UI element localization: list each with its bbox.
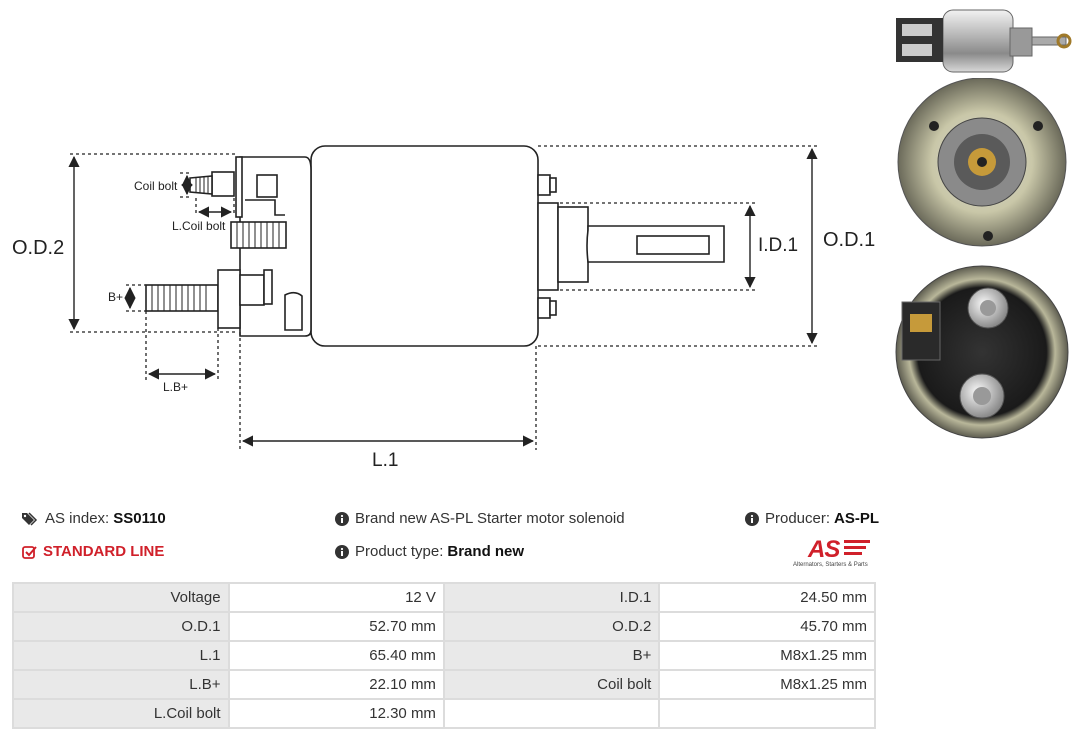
as-index-value: SS0110 <box>113 510 166 527</box>
od1-label: O.D.1 <box>823 229 875 251</box>
od2-label: O.D.2 <box>12 237 64 259</box>
coil-bolt-label: Coil bolt <box>134 179 178 193</box>
as-pl-logo: AS Alternators, Starters & Parts <box>790 536 880 572</box>
description: Brand new AS-PL Starter motor solenoid <box>335 510 625 527</box>
spec-value: 65.40 mm <box>227 640 445 671</box>
spec-value: 12.30 mm <box>227 698 445 729</box>
spec-value: 52.70 mm <box>227 611 445 642</box>
table-row: L.Coil bolt 12.30 mm <box>12 698 876 729</box>
coil-bolt <box>211 171 235 197</box>
product-photo-side <box>896 9 1072 73</box>
producer-label: Producer: <box>765 510 831 527</box>
logo-text: AS <box>808 536 840 563</box>
product-type: Product type: Brand new <box>335 543 524 560</box>
product-photo-rear <box>895 265 1069 439</box>
producer-value: AS-PL <box>834 510 880 527</box>
product-type-value: Brand new <box>447 543 525 560</box>
table-row: O.D.1 52.70 mm O.D.2 45.70 mm <box>12 611 876 642</box>
product-type-label: Product type: <box>355 543 444 560</box>
l1-label: L.1 <box>372 450 398 471</box>
spec-label: B+ <box>442 640 661 671</box>
standard-line-label: STANDARD LINE <box>43 543 165 560</box>
info-circle-icon <box>335 511 349 526</box>
spec-label: L.B+ <box>12 669 230 700</box>
info-circle-icon <box>335 544 349 559</box>
logo-tagline: Alternators, Starters & Parts <box>793 562 868 568</box>
plunger <box>557 206 589 283</box>
spec-value-empty <box>658 698 876 729</box>
spec-value: 24.50 mm <box>658 582 876 613</box>
spec-label: L.1 <box>12 640 230 671</box>
as-index: AS index: SS0110 <box>22 510 166 527</box>
producer: Producer: AS-PL <box>745 510 879 527</box>
info-circle-icon <box>745 511 759 526</box>
table-row: L.1 65.40 mm B+ M8x1.25 mm <box>12 640 876 671</box>
lb-label: L.B+ <box>163 380 188 394</box>
solenoid-body <box>310 145 539 347</box>
spec-label: O.D.1 <box>12 611 230 642</box>
spec-label: Coil bolt <box>442 669 661 700</box>
spec-value: 12 V <box>227 582 445 613</box>
product-photo-front <box>897 78 1067 247</box>
spec-label-empty <box>442 698 661 729</box>
spec-label: Voltage <box>12 582 230 613</box>
technical-drawing: O.D.2 O.D.1 I.D.1 L.1 L.B+ B+ Coil bolt … <box>12 145 875 471</box>
description-text: Brand new AS-PL Starter motor solenoid <box>355 510 625 527</box>
as-index-label: AS index: <box>45 510 110 527</box>
l-coil-bolt-label: L.Coil bolt <box>172 219 226 233</box>
spec-value: 45.70 mm <box>658 611 876 642</box>
table-row: L.B+ 22.10 mm Coil bolt M8x1.25 mm <box>12 669 876 700</box>
id1-label: I.D.1 <box>758 235 798 256</box>
standard-line: STANDARD LINE <box>22 543 164 560</box>
spec-label: L.Coil bolt <box>12 698 230 729</box>
spec-label: O.D.2 <box>442 611 661 642</box>
spec-value: M8x1.25 mm <box>658 669 876 700</box>
spec-label: I.D.1 <box>442 582 661 613</box>
spec-value: M8x1.25 mm <box>658 640 876 671</box>
tags-icon <box>22 511 39 526</box>
spec-value: 22.10 mm <box>227 669 445 700</box>
check-square-icon <box>22 545 37 559</box>
spec-table: Voltage 12 V I.D.1 24.50 mm O.D.1 52.70 … <box>12 582 876 729</box>
table-row: Voltage 12 V I.D.1 24.50 mm <box>12 582 876 613</box>
b-plus-label: B+ <box>108 290 123 304</box>
